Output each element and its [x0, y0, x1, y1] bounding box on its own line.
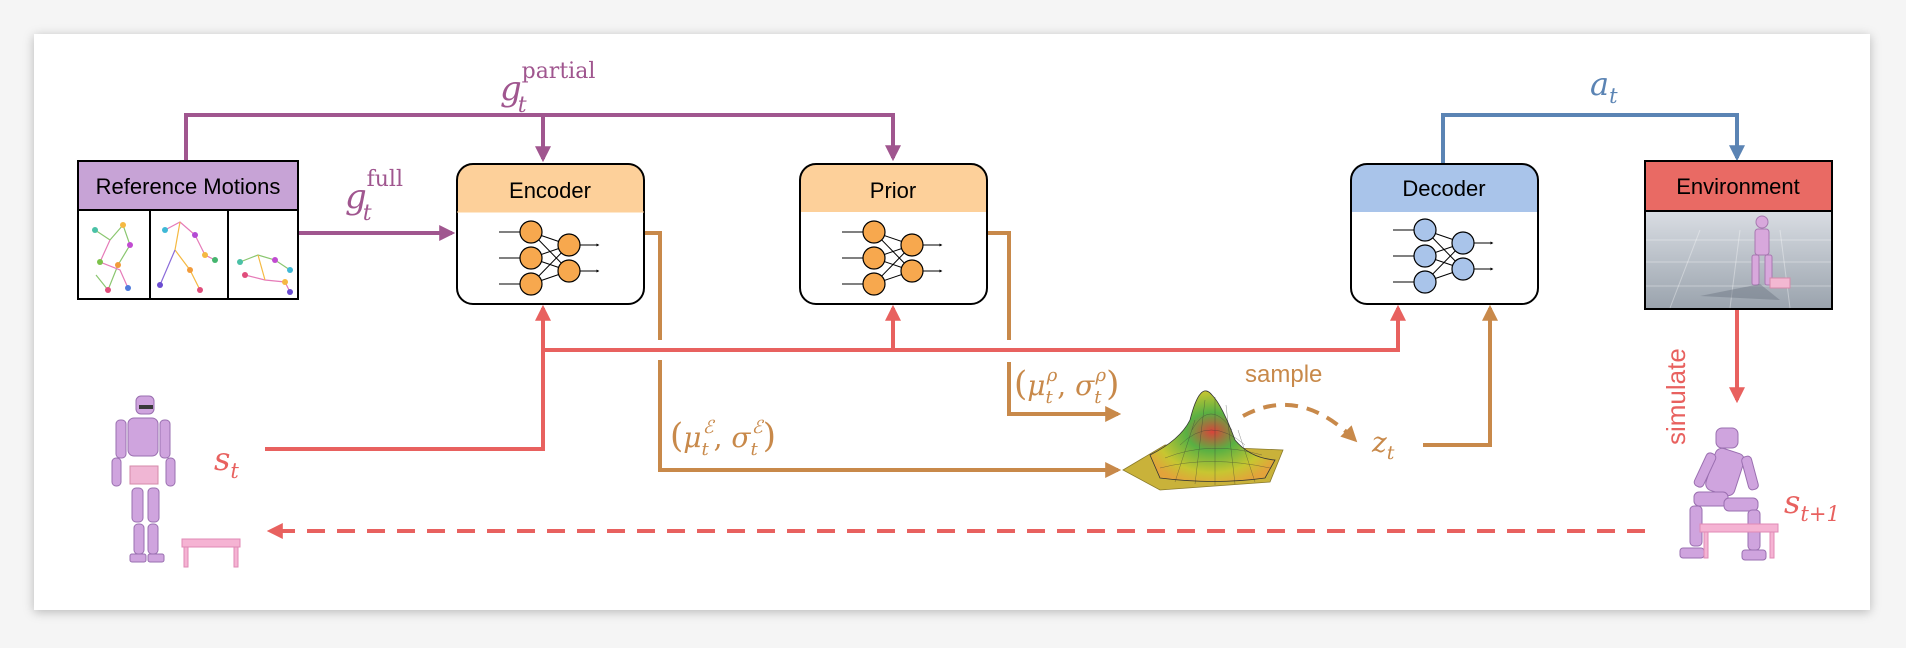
- character-sitting: [1679, 427, 1767, 561]
- action-label: at: [1590, 65, 1618, 108]
- encoder-label: Encoder: [509, 178, 591, 203]
- state-arrows: [265, 304, 1745, 451]
- latent-label: zt: [1371, 426, 1395, 464]
- reference-motions-label: Reference Motions: [96, 174, 281, 199]
- environment-label: Environment: [1676, 174, 1800, 199]
- environment-box: Environment: [1644, 160, 1833, 310]
- partial-goal-label: gtpartial: [500, 59, 595, 118]
- full-goal-label: gtfull: [345, 167, 403, 226]
- partial-goal-arrows: [184, 113, 901, 163]
- skeleton-thumbnail-1: [92, 222, 133, 293]
- distribution-arrows: [645, 231, 1498, 478]
- environment-grid: [1646, 229, 1831, 309]
- encoder-box: Encoder: [456, 163, 645, 305]
- action-arrow: [1441, 113, 1745, 163]
- prior-network-icon: [842, 220, 943, 296]
- reference-motions-box: Reference Motions: [77, 160, 299, 300]
- next-state-label: st+1: [1784, 483, 1840, 526]
- skeleton-thumbnail-3: [237, 254, 293, 295]
- encoder-network-icon: [499, 220, 600, 296]
- bench-icon: [181, 538, 241, 568]
- gaussian-surface-icon: [1122, 390, 1284, 491]
- bench-sitting-icon: [1699, 523, 1779, 559]
- state-label: st: [214, 440, 239, 483]
- sample-dashed-arrow: [1242, 402, 1358, 443]
- prior-label: Prior: [870, 178, 916, 203]
- decoder-network-icon: [1393, 218, 1494, 294]
- character-idle: [111, 395, 176, 563]
- simulate-label: simulate: [1661, 348, 1691, 445]
- encoder-distribution-label: (μtℰ, σtℰ): [670, 416, 776, 460]
- decoder-label: Decoder: [1402, 176, 1485, 201]
- decoder-box: Decoder: [1350, 163, 1539, 305]
- skeleton-thumbnail-2: [157, 221, 218, 293]
- environment-character: [1751, 215, 1791, 289]
- sample-label: sample: [1245, 361, 1322, 388]
- prior-distribution-label: (μtρ, σtρ): [1014, 364, 1119, 408]
- prior-box: Prior: [799, 163, 988, 305]
- diagram-panel: [34, 34, 1870, 610]
